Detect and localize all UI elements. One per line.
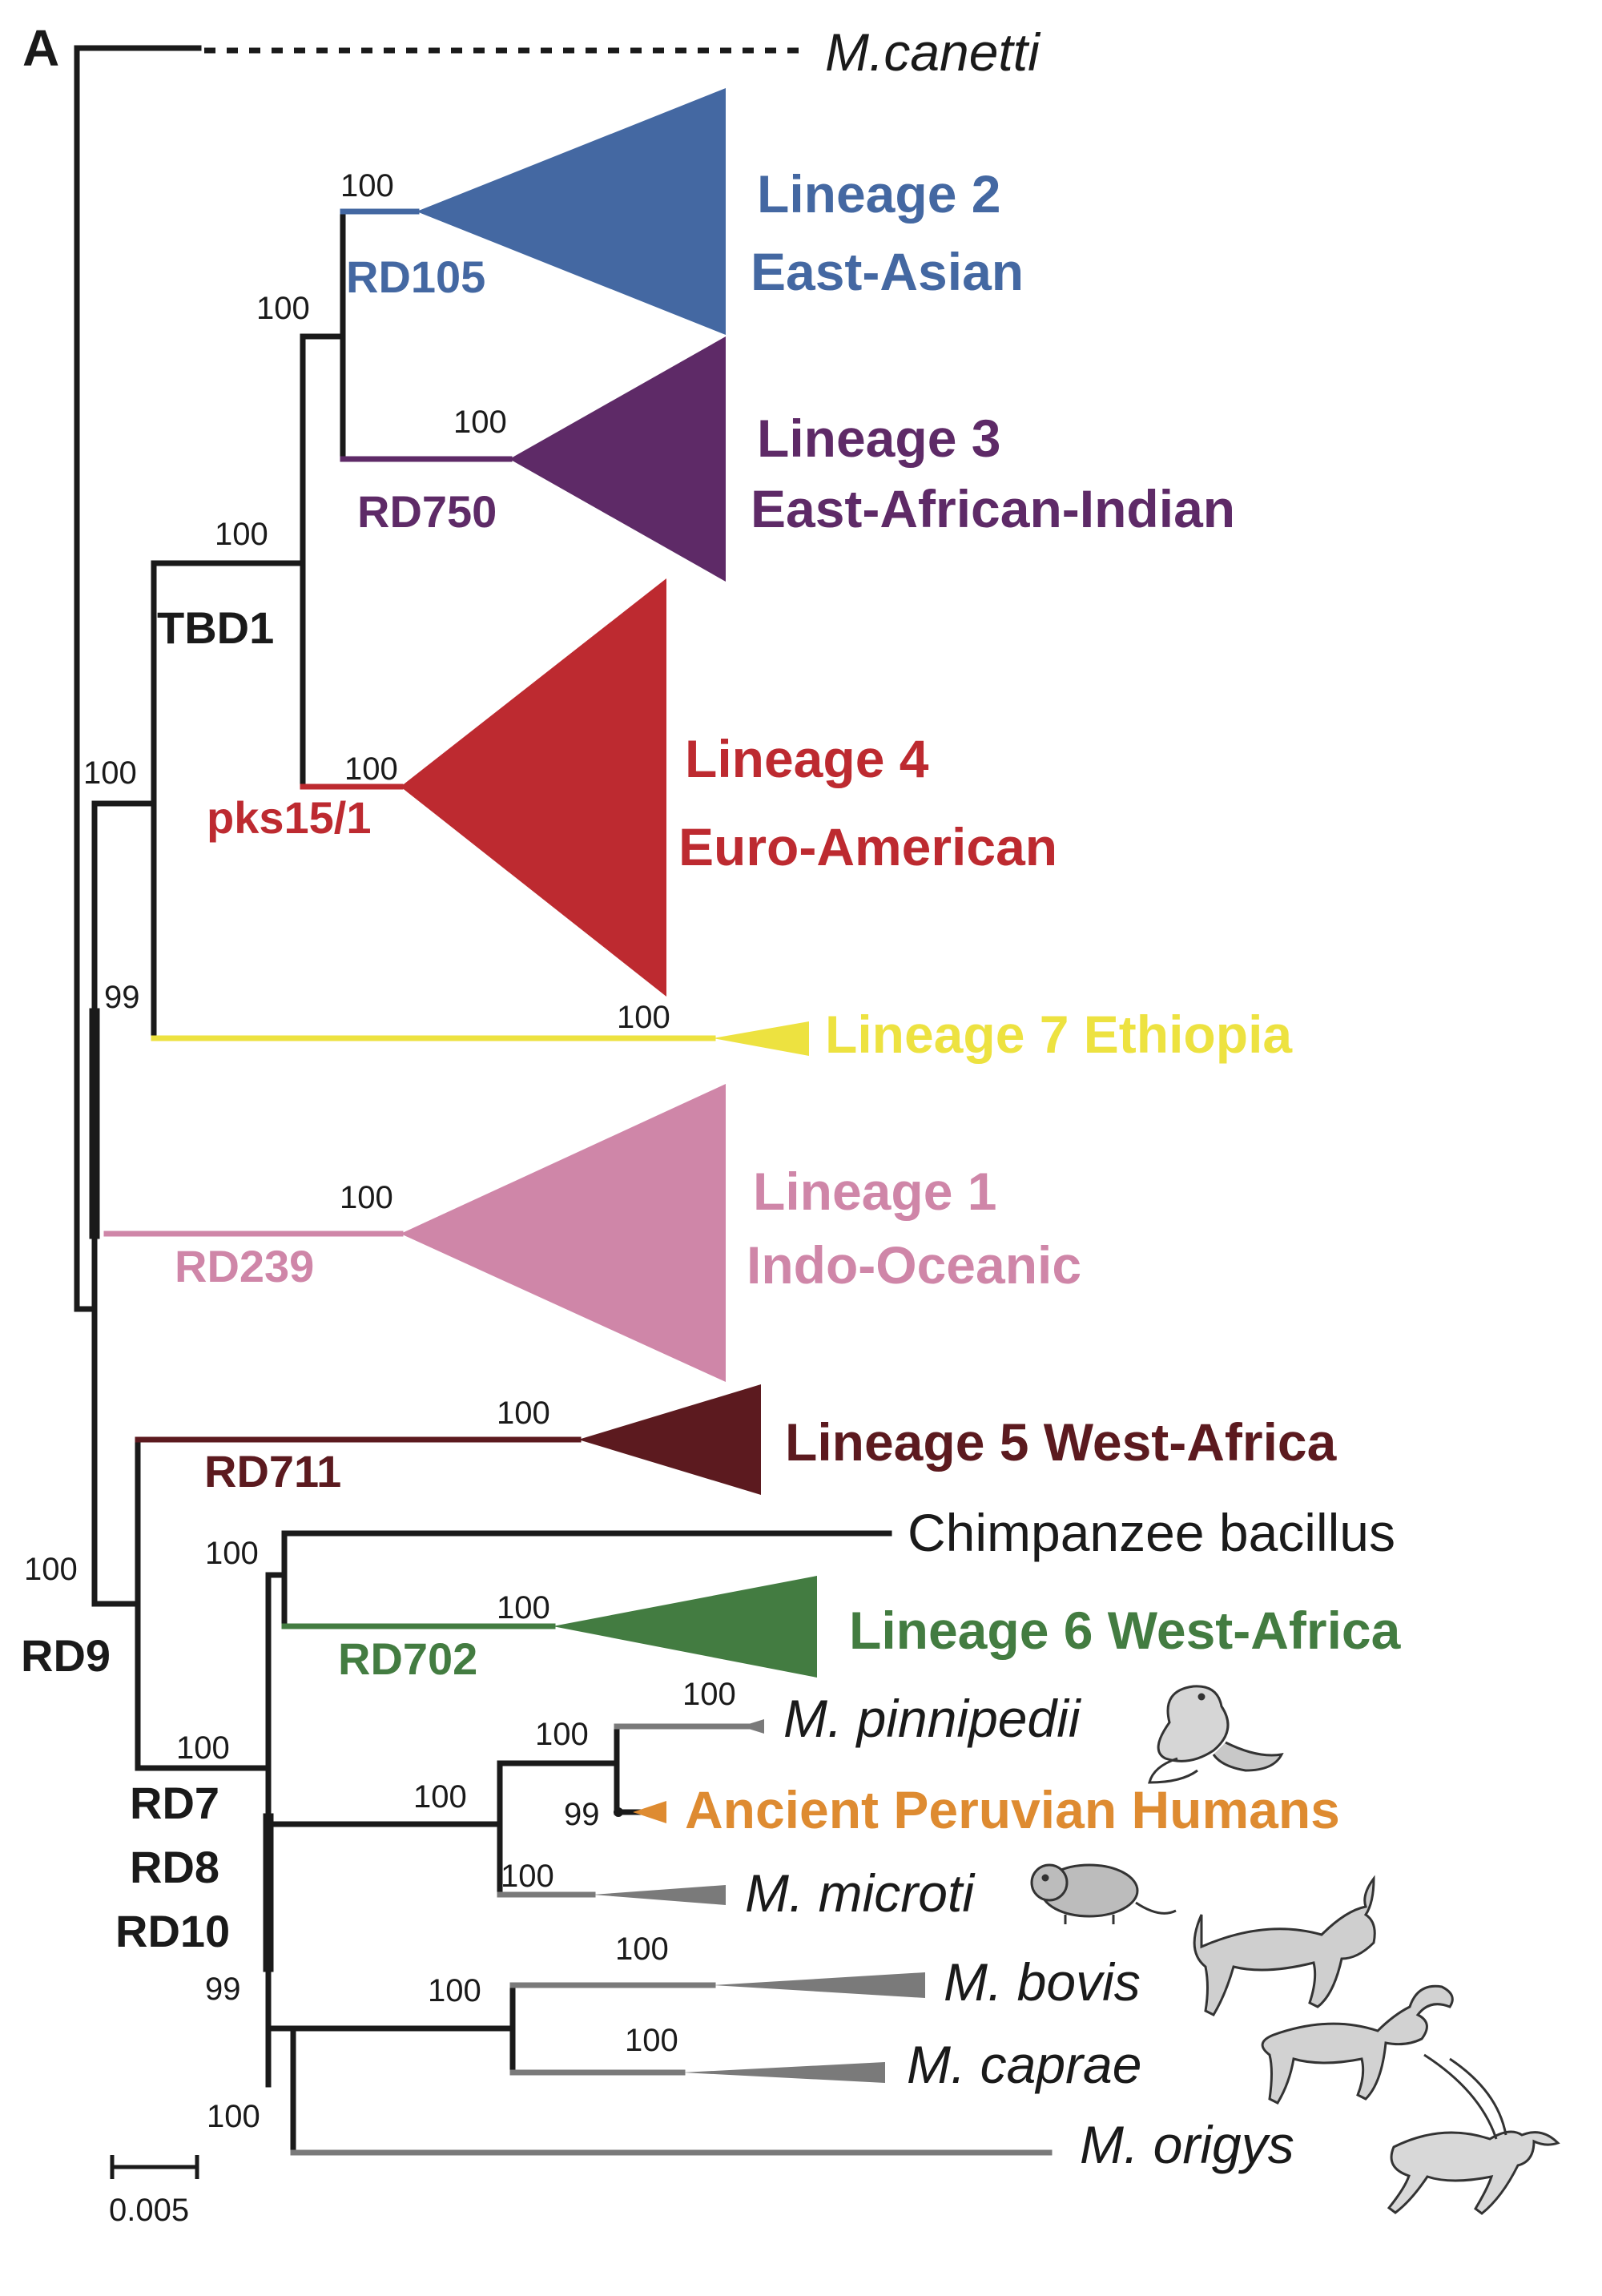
lineage7-name: Lineage 7 Ethiopia [825, 1005, 1293, 1064]
bootstrap-microti: 100 [501, 1859, 554, 1894]
lineage6-triangle [553, 1576, 817, 1678]
peruvian-name: Ancient Peruvian Humans [685, 1780, 1340, 1839]
bootstrap-peruvian: 99 [564, 1797, 600, 1832]
lineage3-name: Lineage 3 [757, 409, 1000, 468]
lineage3-region: East-African-Indian [751, 479, 1235, 538]
marker-rd239: RD239 [175, 1241, 314, 1291]
bootstrap-tbd1: 100 [215, 517, 268, 552]
lineage4-region: Euro-American [678, 817, 1057, 876]
bootstrap-modern: 100 [83, 755, 137, 791]
lineage1-region: Indo-Oceanic [747, 1235, 1081, 1295]
lineage1-triangle [400, 1084, 726, 1382]
bovis-name: M. bovis [944, 1952, 1141, 2012]
bootstrap-lineage6: 100 [497, 1590, 550, 1625]
bootstrap-origys-join: 100 [207, 2099, 260, 2134]
caprae-triangle [682, 2062, 885, 2083]
bootstrap-animal-chimp: 100 [205, 1536, 259, 1571]
marker-rd105: RD105 [346, 252, 485, 302]
cattle-illustration [1193, 1875, 1376, 2016]
microti-triangle [593, 1885, 726, 1905]
scale-bar-label: 0.005 [109, 2193, 189, 2228]
origys-name: M. origys [1080, 2115, 1294, 2174]
peruvian-node-dot [614, 1807, 623, 1817]
lineage2-region: East-Asian [751, 242, 1024, 301]
caprae-name: M. caprae [907, 2035, 1141, 2094]
microti-name: M. microti [745, 1863, 976, 1923]
bootstrap-caprae: 100 [625, 2023, 678, 2058]
marker-rd702: RD702 [338, 1633, 477, 1684]
lineage7-triangle [713, 1021, 809, 1056]
marker-rd711: RD711 [204, 1446, 341, 1496]
bootstrap-lineage3: 100 [453, 405, 507, 440]
bootstrap-pinnipedii: 100 [682, 1677, 736, 1712]
lineage6-name: Lineage 6 West-Africa [849, 1601, 1402, 1660]
pinnipedii-name: M. pinnipedii [783, 1689, 1082, 1748]
lineage4-triangle [400, 578, 666, 997]
pinnipedii-triangle [741, 1719, 764, 1734]
bovis-triangle [713, 1972, 925, 1998]
bootstrap-rd9: 100 [24, 1552, 78, 1587]
marker-rd10: RD10 [115, 1906, 230, 1956]
bootstrap-lineage5: 100 [497, 1396, 550, 1431]
bootstrap-bovis: 100 [615, 1931, 669, 1967]
bootstrap-values: 100 100 100 100 100 100 99 100 100 100 1… [24, 168, 736, 2134]
tree-branches [74, 45, 1053, 2156]
marker-pks15-1: pks15/1 [207, 792, 372, 843]
seal-illustration [1148, 1685, 1284, 1784]
bootstrap-lineage1: 100 [340, 1180, 393, 1215]
vole-illustration [1030, 1863, 1177, 1924]
bootstrap-l2-l3: 100 [256, 291, 310, 326]
marker-rd750: RD750 [357, 486, 497, 537]
lineage2-name: Lineage 2 [757, 164, 1000, 224]
marker-rd9: RD9 [21, 1630, 111, 1681]
scale-bar: 0.005 [109, 2155, 199, 2228]
oryx-illustration [1387, 2053, 1560, 2215]
lineage5-name: Lineage 5 West-Africa [785, 1412, 1338, 1472]
panel-label: A [22, 19, 59, 77]
bootstrap-l7-join: 99 [104, 980, 140, 1015]
lineage5-triangle [578, 1384, 761, 1495]
lineage1-name: Lineage 1 [753, 1162, 996, 1221]
peruvian-triangle [633, 1801, 666, 1823]
bootstrap-bovis-caprae: 100 [428, 1973, 481, 2008]
bootstrap-pinn-peru: 100 [535, 1717, 589, 1752]
bootstrap-pinn-micro: 100 [413, 1779, 467, 1815]
outgroup-label: M.canetti [825, 22, 1041, 82]
bootstrap-lineage2: 100 [340, 168, 394, 203]
lineage2-triangle [417, 88, 726, 335]
lineage4-name: Lineage 4 [685, 729, 929, 788]
lineage3-triangle [509, 336, 726, 582]
clade-triangles [400, 88, 925, 2083]
bootstrap-lineage4: 100 [344, 751, 398, 787]
bootstrap-rd7: 100 [176, 1730, 230, 1766]
bootstrap-lineage7: 100 [617, 1000, 670, 1035]
bootstrap-animal-base: 99 [205, 1972, 241, 2007]
marker-rd7: RD7 [130, 1778, 219, 1828]
marker-tbd1: TBD1 [157, 602, 274, 653]
goat-illustration [1261, 1984, 1454, 2105]
marker-rd8: RD8 [130, 1842, 219, 1892]
chimp-name: Chimpanzee bacillus [908, 1503, 1395, 1562]
